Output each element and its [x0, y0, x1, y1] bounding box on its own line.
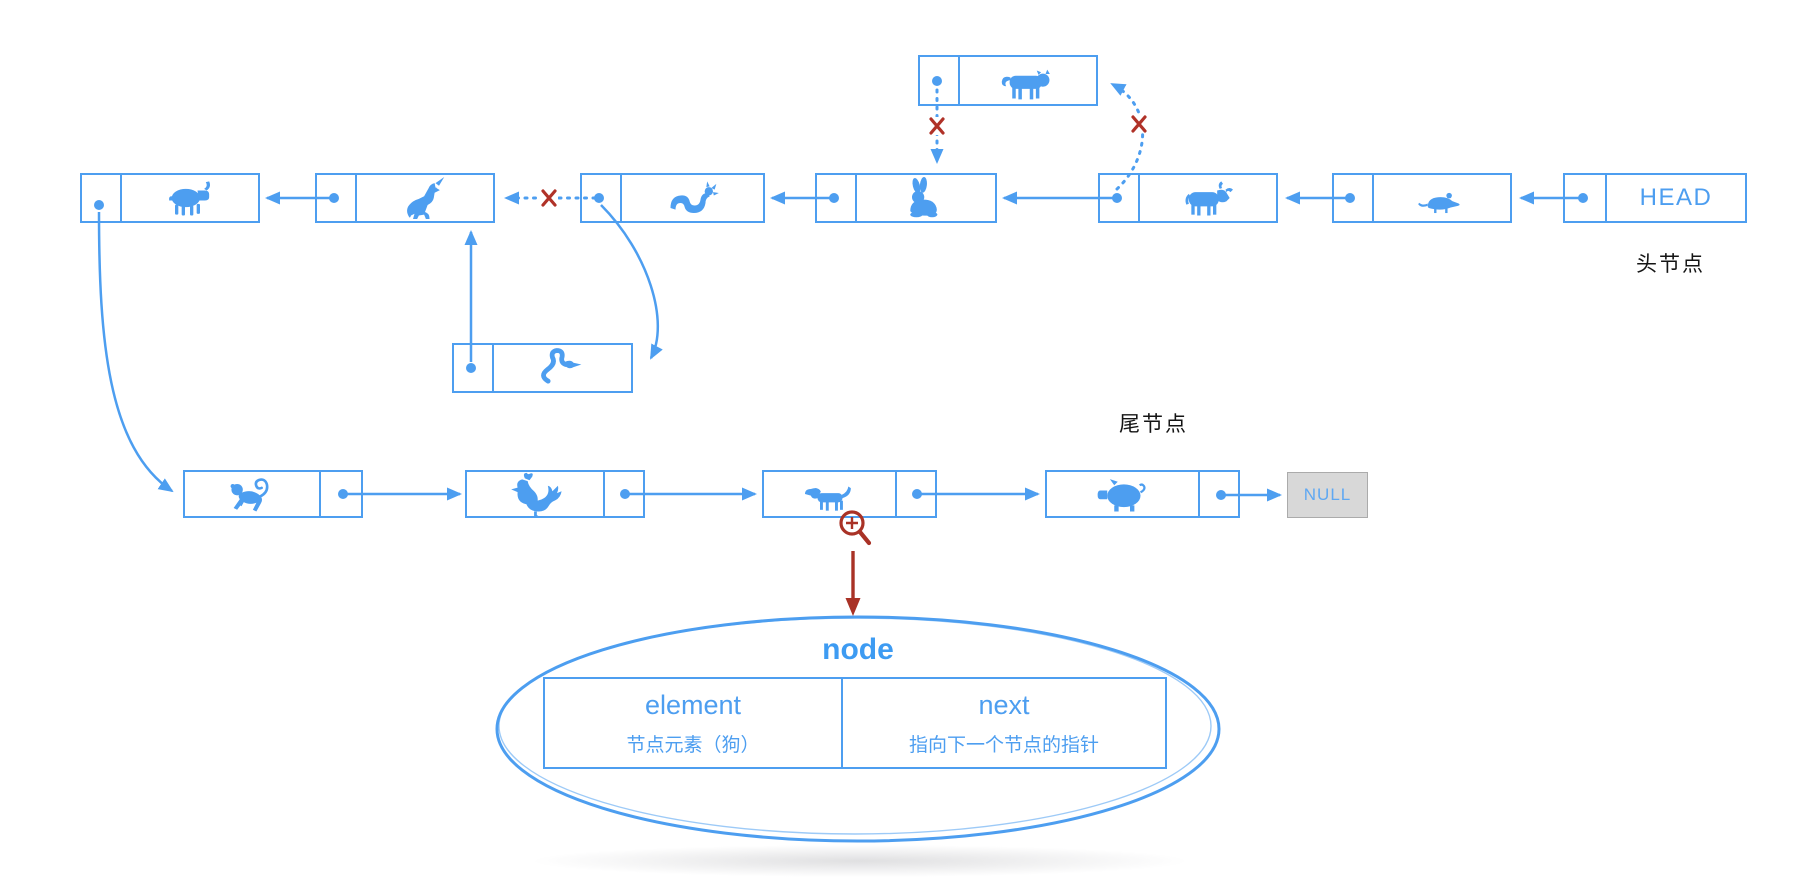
- rabbit-icon: [857, 175, 995, 221]
- pointer-cell: [895, 472, 935, 516]
- next-label: next: [978, 689, 1030, 720]
- pointer-dots: [94, 76, 1588, 500]
- ellipse-shadow: [390, 838, 1330, 884]
- pointer-cell: [603, 472, 643, 516]
- dragon-icon: [622, 175, 763, 221]
- node-pig: [1045, 470, 1240, 518]
- element-label: element: [644, 689, 742, 720]
- element-caption: 节点元素（狗）: [626, 734, 760, 756]
- head-label: HEAD: [1639, 184, 1713, 211]
- pointer-cell: [1198, 472, 1238, 516]
- node-dog: [762, 470, 937, 518]
- horse-icon: [357, 175, 493, 221]
- node-detail-title: node: [822, 633, 894, 666]
- tail-caption: 尾节点: [1119, 413, 1188, 436]
- node-detail-table: element 节点元素（狗） next 指向下一个节点的指针: [543, 677, 1167, 769]
- pointer-cell: [1565, 175, 1607, 221]
- node-rabbit: [815, 173, 997, 223]
- ox-icon: [1140, 175, 1276, 221]
- pig-icon: [1047, 472, 1198, 516]
- pointer-cell: [82, 175, 122, 221]
- next-cell: next 指向下一个节点的指针: [843, 679, 1165, 767]
- node-snake: [452, 343, 633, 393]
- zoom-pointer-arrow: [845, 551, 861, 616]
- head-caption: 头节点: [1636, 253, 1705, 276]
- tiger-icon: [960, 57, 1096, 104]
- snake-icon: [494, 345, 631, 391]
- node-horse: [315, 173, 495, 223]
- pointer-cell: [920, 57, 960, 104]
- next-caption: 指向下一个节点的指针: [908, 734, 1099, 756]
- null-box: NULL: [1287, 472, 1368, 518]
- node-sheep: [80, 173, 260, 223]
- sheep-icon: [122, 175, 258, 221]
- pointer-cell: [582, 175, 622, 221]
- node-dragon: [580, 173, 765, 223]
- node-ox: [1098, 173, 1278, 223]
- pointer-cell: [319, 472, 361, 516]
- pointer-cell: [1334, 175, 1374, 221]
- rat-icon: [1374, 175, 1510, 221]
- pointer-cell: [1100, 175, 1140, 221]
- node-rat: [1332, 173, 1512, 223]
- node-tiger: [918, 55, 1098, 106]
- node-rooster: [465, 470, 645, 518]
- pointer-cell: [317, 175, 357, 221]
- pointer-cell: [454, 345, 494, 391]
- element-cell: element 节点元素（狗）: [545, 679, 843, 767]
- rooster-icon: [467, 472, 603, 516]
- node-head: HEAD: [1563, 173, 1747, 223]
- pointer-cell: [817, 175, 857, 221]
- dog-icon: [764, 472, 895, 516]
- node-monkey: [183, 470, 363, 518]
- monkey-icon: [185, 472, 319, 516]
